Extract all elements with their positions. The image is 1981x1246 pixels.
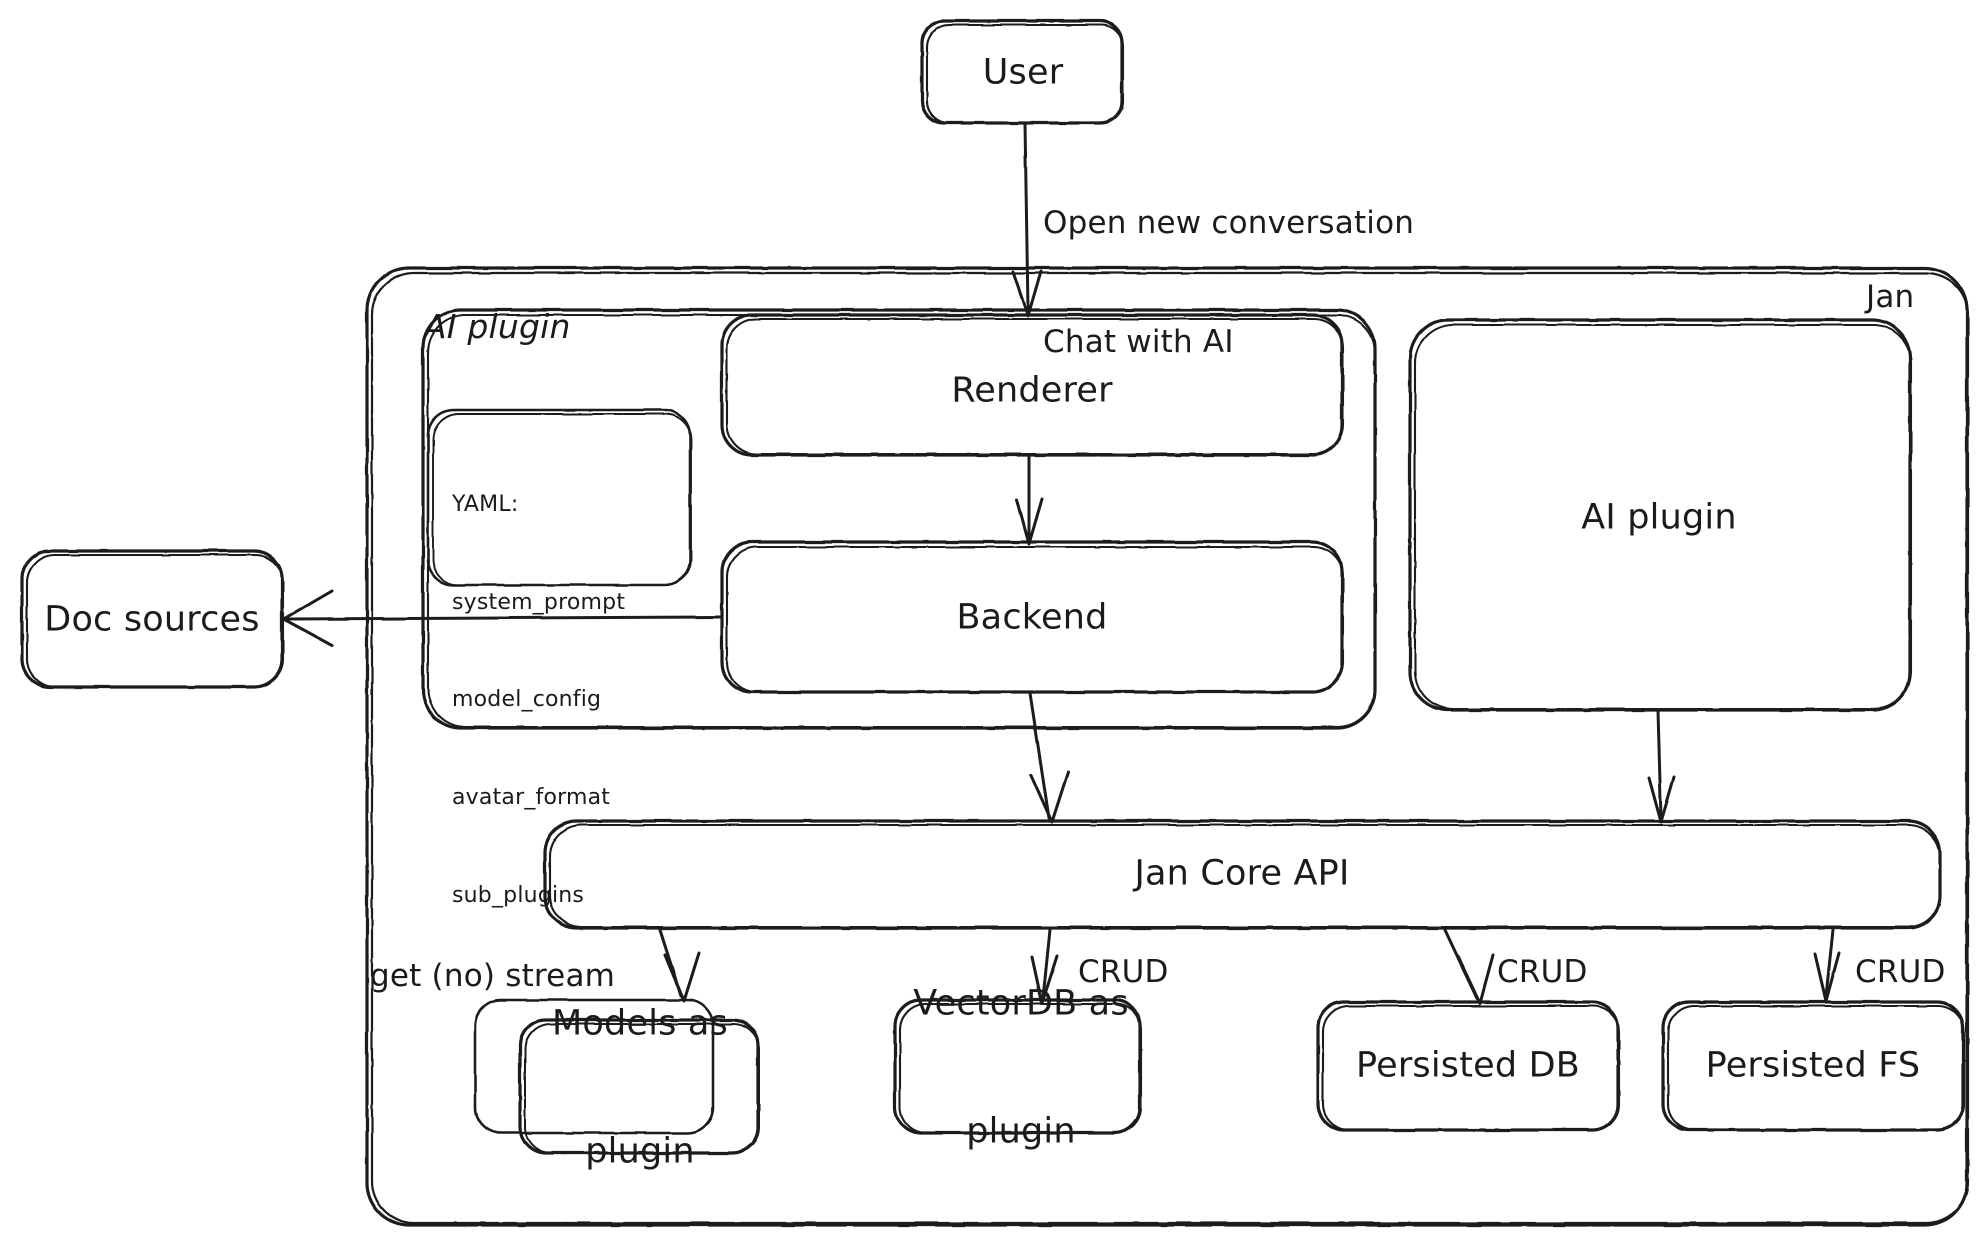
doc-sources-node-border: [20, 549, 285, 689]
ai-plugin-node-border: [1408, 318, 1913, 712]
edge-core-to-persisted-fs: [1813, 928, 1841, 1003]
edge-renderer-to-backend: [1015, 454, 1044, 546]
edge-backend-to-doc-sources: [282, 589, 724, 647]
user-node-border: [920, 19, 1125, 125]
edge-user-to-renderer: [1011, 122, 1043, 318]
backend-node-border: [720, 540, 1345, 694]
models-as-plugin-node-border: [473, 998, 760, 1155]
persisted-db-node-border: [1316, 1000, 1621, 1132]
edge-core-to-models: [658, 928, 701, 1003]
edge-ai-plugin-to-core: [1647, 709, 1676, 824]
edge-backend-to-core: [1028, 691, 1070, 824]
edge-core-to-vectordb: [1030, 928, 1059, 1005]
jan-core-api-node-border: [543, 819, 1942, 930]
edge-core-to-persisted-db: [1443, 928, 1495, 1005]
outer-group-jan-border: [365, 266, 1970, 1227]
yaml-card-border: [426, 408, 692, 587]
persisted-fs-node-border: [1661, 1000, 1966, 1132]
ai-plugin-group-border: [421, 308, 1377, 730]
vectordb-as-plugin-node-border: [893, 998, 1143, 1135]
renderer-node-border: [720, 313, 1345, 457]
